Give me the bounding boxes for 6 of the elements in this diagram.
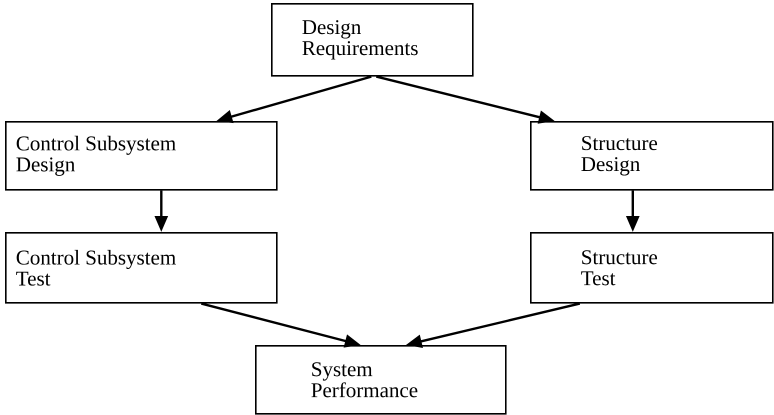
process-box: Structure Design <box>530 121 774 191</box>
process-box: Design Requirements <box>271 3 474 77</box>
process-box: System Performance <box>255 344 507 415</box>
process-box: Structure Test <box>530 232 774 304</box>
process-box: Control Subsystem Test <box>5 232 278 304</box>
process-box: Control Subsystem Design <box>5 121 278 191</box>
